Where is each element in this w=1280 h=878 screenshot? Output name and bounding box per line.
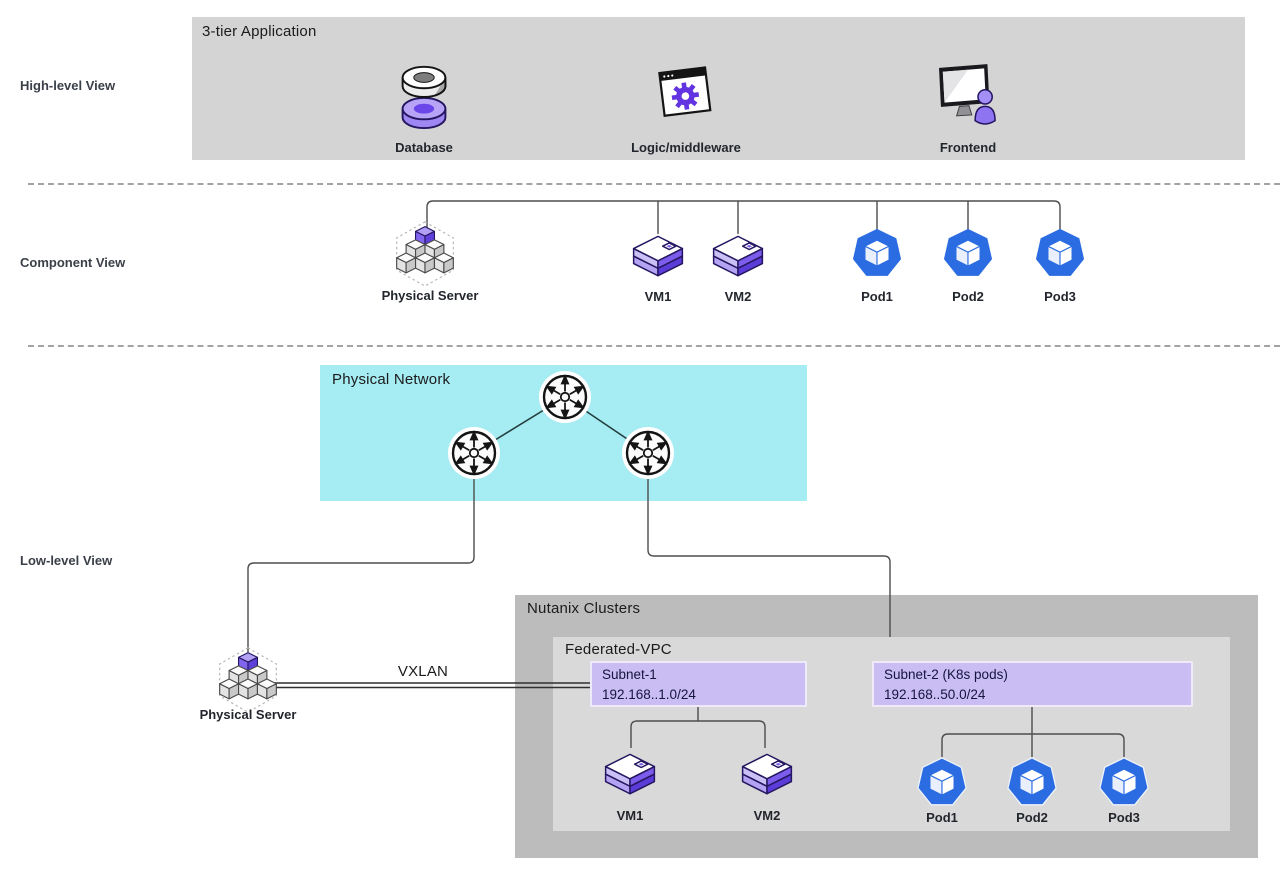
browser-gear-icon [654,60,718,126]
subnet-2-cidr: 192.168..50.0/24 [884,687,986,702]
subnet-2-name: Subnet-2 (K8s pods) [884,667,1008,682]
nutanix-clusters-title: Nutanix Clusters [527,600,641,617]
low-level-physical-server-label: Physical Server [199,707,297,722]
router-icon-core [537,369,593,425]
pod2-icon [942,228,994,280]
vpc-label-pod1: Pod1 [926,810,958,825]
component-label-vm1: VM1 [644,289,672,304]
federated-vpc-title: Federated-VPC [565,641,672,658]
separator-component-low [28,345,1280,347]
subnet-1-name: Subnet-1 [602,667,657,682]
subnet-1-box: Subnet-1 192.168..1.0/24 [590,661,807,707]
vm2-icon [708,232,768,282]
pod1-icon [851,228,903,280]
router-icon-right [620,425,676,481]
view-label-high-level: High-level View [20,78,116,93]
component-label-pod2: Pod2 [952,289,984,304]
subnet-1-cidr: 192.168..1.0/24 [602,687,696,702]
vpc-pod3-icon [1098,757,1150,809]
component-label-pod1: Pod1 [861,289,893,304]
vpc-vm1-icon [600,750,660,800]
component-label-pod3: Pod3 [1044,289,1076,304]
vpc-label-pod3: Pod3 [1108,810,1140,825]
vpc-vm2-icon [737,750,797,800]
component-label-vm2: VM2 [724,289,752,304]
vpc-label-vm2: VM2 [753,808,781,823]
subnet-2-box: Subnet-2 (K8s pods) 192.168..50.0/24 [872,661,1193,707]
vpc-label-pod2: Pod2 [1016,810,1048,825]
pod3-icon [1034,228,1086,280]
tier-label-logic: Logic/middleware [631,140,741,155]
high-level-box-title: 3-tier Application [202,23,317,40]
physical-server-icon [391,220,459,288]
vm1-icon [628,232,688,282]
database-icon [389,58,459,134]
view-label-component: Component View [20,255,126,270]
separator-high-component [28,183,1280,185]
component-label-physical-server: Physical Server [381,288,479,303]
view-label-low-level: Low-level View [20,553,113,568]
physical-server-icon-low [214,646,282,714]
high-level-box: 3-tier Application [192,17,1245,160]
vpc-pod1-icon [916,757,968,809]
vxlan-label: VXLAN [397,663,449,680]
monitor-user-icon [930,62,1006,128]
tier-label-frontend: Frontend [939,140,997,155]
router-icon-left [446,425,502,481]
vpc-label-vm1: VM1 [616,808,644,823]
vpc-pod2-icon [1006,757,1058,809]
tier-label-database: Database [395,140,453,155]
physical-network-title: Physical Network [332,371,451,388]
